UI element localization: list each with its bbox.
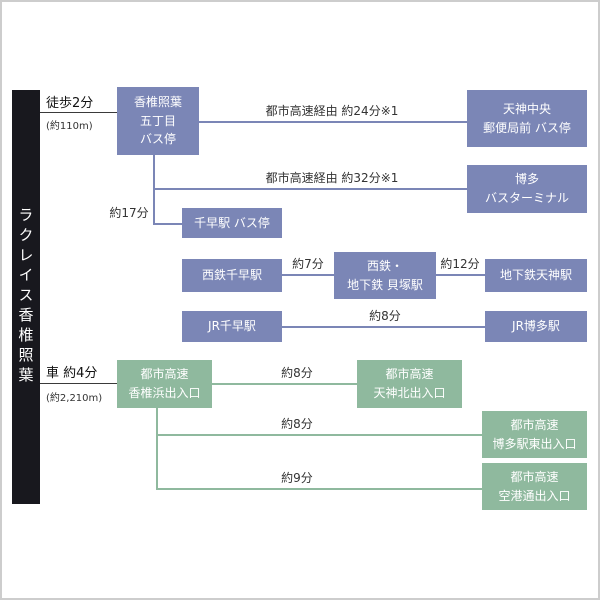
connector-to-hakata-terminal (153, 188, 467, 190)
node-subway-tenjin-station: 地下鉄天神駅 (485, 259, 587, 292)
connector-to-chihaya-bus-stop (153, 223, 182, 225)
connector-to-tenjinkita (212, 383, 357, 385)
node-hakata-bus-terminal: 博多 バスターミナル (467, 165, 587, 213)
node-tenjin-kita-ic: 都市高速 天神北出入口 (357, 360, 462, 408)
route-label-subway-tenjin: 約12分 (440, 257, 480, 271)
node-tenjin-chuo-post-office-bus-stop: 天神中央 郵便局前 バス停 (467, 90, 587, 147)
node-nishitetsu-chihaya-station: 西鉄千早駅 (182, 259, 282, 292)
connector-teriha-drop (153, 155, 155, 225)
connector-to-subway-tenjin (436, 274, 485, 276)
node-jr-chihaya-station: JR千早駅 (182, 311, 282, 342)
route-label-hakata-terminal: 都市高速経由 約32分※1 (265, 171, 399, 185)
connector-to-hakataekihigashi (156, 434, 482, 436)
route-label-kaizuka: 約7分 (292, 257, 324, 271)
node-kuko-dori-ic: 都市高速 空港通出入口 (482, 463, 587, 510)
connector-to-tenjin-post-office (199, 121, 467, 123)
node-kashii-teriha-5chome-bus-stop: 香椎照葉 五丁目 バス停 (117, 87, 199, 155)
connector-to-kukodori (156, 488, 482, 490)
property-name-text: ラクレイス香椎照葉 (16, 207, 35, 387)
route-label-chihaya: 約17分 (109, 206, 149, 220)
car-distance-label: (約2,210m) (46, 393, 103, 404)
node-kaizuka-station: 西鉄・ 地下鉄 貝塚駅 (334, 252, 436, 299)
property-name-bar: ラクレイス香椎照葉 (12, 90, 40, 504)
node-chihaya-sta-bus-stop: 千早駅 バス停 (182, 208, 282, 238)
route-label-jr-hakata: 約8分 (369, 309, 401, 323)
walk-duration-label: 徒歩2分 (46, 96, 94, 111)
connector-car (40, 383, 117, 384)
route-label-tenjinkita: 約8分 (281, 366, 313, 380)
route-label-hakataekihigashi: 約8分 (281, 417, 313, 431)
walk-distance-label: (約110m) (46, 121, 93, 132)
connector-to-jr-hakata (282, 326, 485, 328)
connector-to-kaizuka (282, 274, 334, 276)
node-jr-hakata-station: JR博多駅 (485, 311, 587, 342)
connector-kashiihama-drop (156, 408, 158, 489)
node-kashiihama-ic: 都市高速 香椎浜出入口 (117, 360, 212, 408)
route-label-kukodori: 約9分 (281, 471, 313, 485)
connector-walk (40, 112, 117, 113)
node-hakata-eki-higashi-ic: 都市高速 博多駅東出入口 (482, 411, 587, 458)
car-duration-label: 車 約4分 (46, 366, 98, 381)
route-label-tenjin-post-office: 都市高速経由 約24分※1 (265, 104, 399, 118)
